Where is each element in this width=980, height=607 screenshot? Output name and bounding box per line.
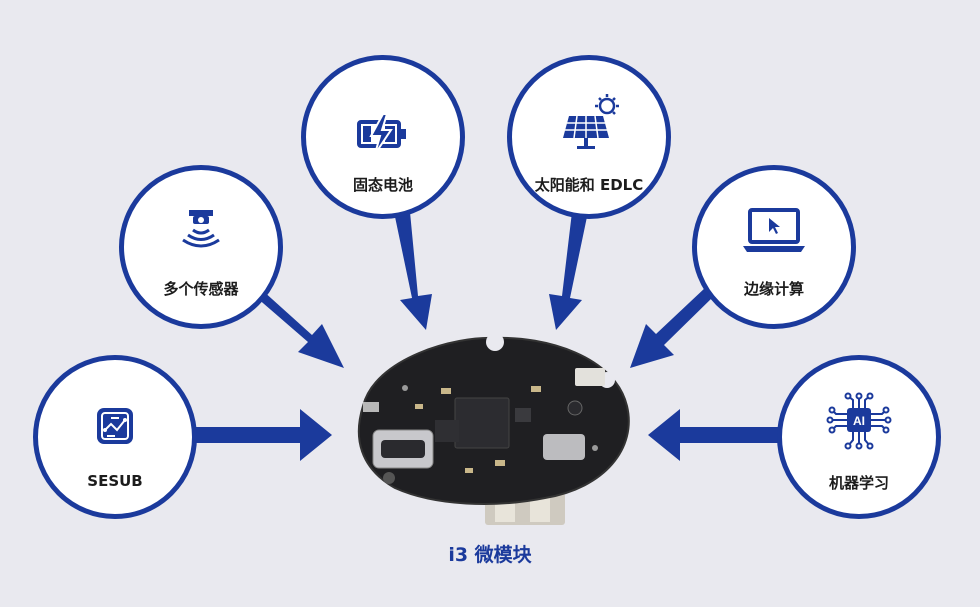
arrow-sensors bbox=[256, 290, 344, 368]
arrow-edge bbox=[630, 287, 714, 368]
circuit-board-image bbox=[357, 333, 630, 525]
node-battery: 固态电池 bbox=[301, 55, 465, 219]
node-label: 机器学习 bbox=[828, 474, 889, 492]
node-ml: AI 机器学习 bbox=[777, 355, 941, 519]
arrow-solar bbox=[549, 212, 588, 330]
solar-panel-icon bbox=[563, 94, 619, 149]
arrow-sesub bbox=[195, 409, 332, 461]
node-solar: 太阳能和 EDLC bbox=[507, 55, 671, 219]
laptop-icon bbox=[743, 208, 805, 252]
node-sesub: SESUB bbox=[33, 355, 197, 519]
proximity-sensor-icon bbox=[182, 210, 220, 248]
arrow-battery bbox=[394, 212, 432, 330]
ai-chip-icon: AI bbox=[826, 392, 892, 450]
charging-battery-icon bbox=[357, 113, 406, 155]
node-edge: 边缘计算 bbox=[692, 165, 856, 329]
node-label: 固态电池 bbox=[352, 176, 413, 194]
node-sensors: 多个传感器 bbox=[119, 165, 283, 329]
chip-circuit-icon bbox=[97, 408, 133, 444]
node-label: SESUB bbox=[87, 472, 143, 490]
node-label: 边缘计算 bbox=[743, 280, 804, 298]
svg-text:AI: AI bbox=[853, 414, 865, 428]
node-label: 太阳能和 EDLC bbox=[534, 176, 644, 194]
arrow-ml bbox=[648, 409, 785, 461]
center-title: i3 微模块 bbox=[448, 544, 532, 566]
node-label: 多个传感器 bbox=[163, 280, 239, 298]
